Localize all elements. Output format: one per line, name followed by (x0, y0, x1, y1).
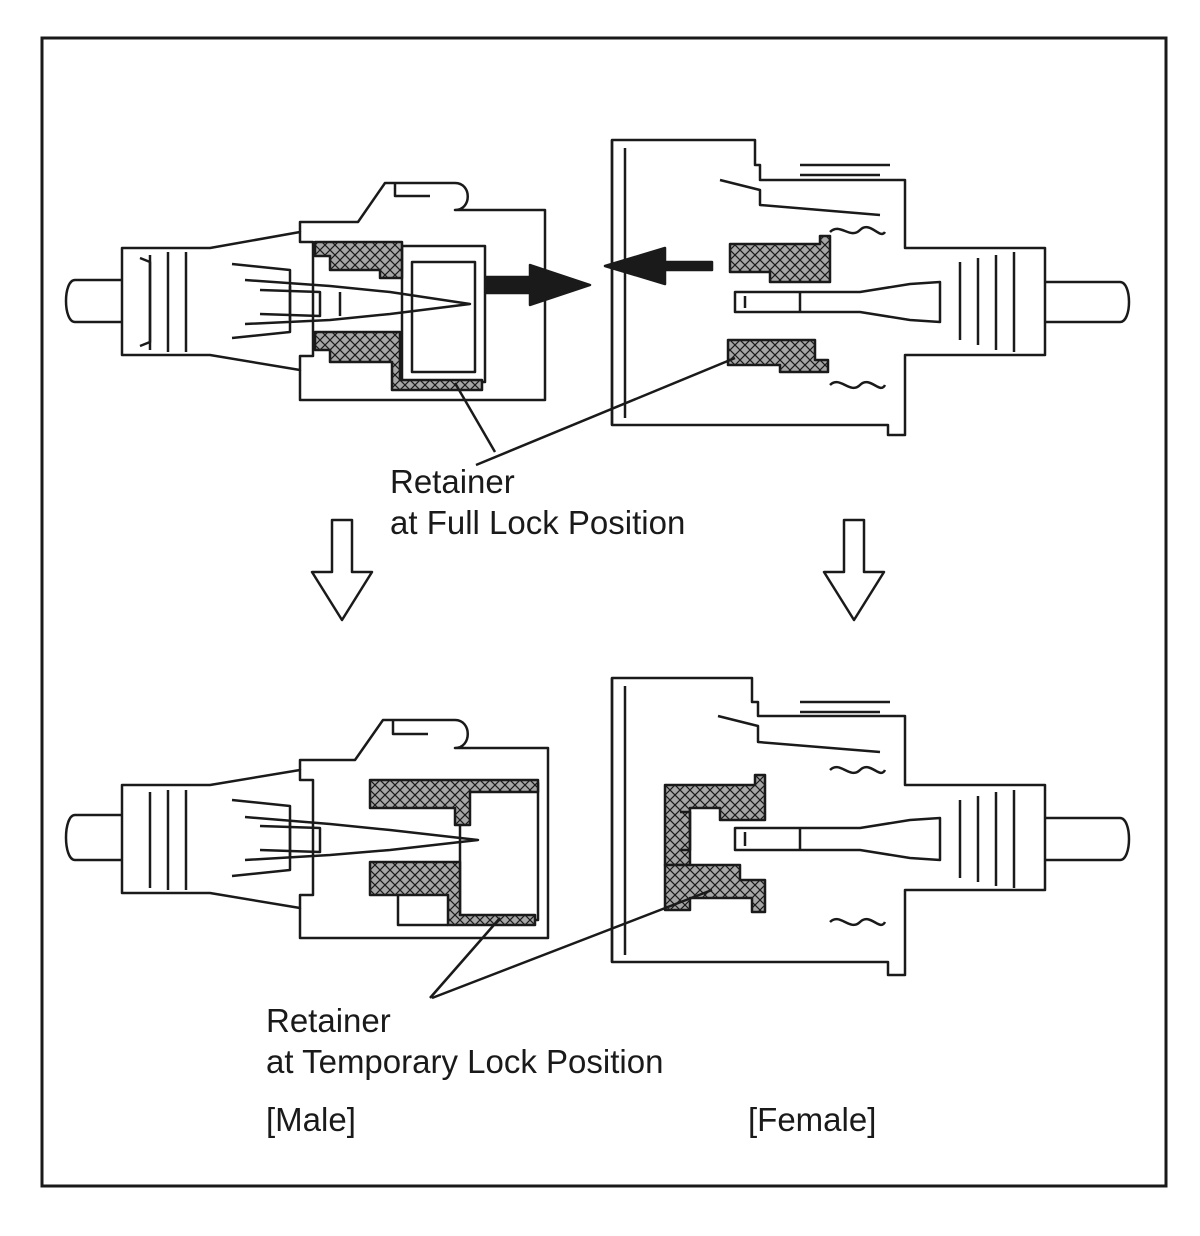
female-connector-bottom (431, 676, 1131, 1000)
mating-arrow-right (484, 263, 592, 307)
label-male: [Male] (266, 1101, 356, 1138)
male-connector-bottom (64, 718, 550, 999)
transition-arrow-right (822, 518, 886, 622)
mating-arrow-left (603, 246, 714, 286)
wire-female-top (1045, 280, 1131, 324)
label-full-lock-line1: Retainer (390, 463, 515, 500)
transition-arrow-left (310, 518, 374, 622)
label-temporary-lock-line2: at Temporary Lock Position (266, 1043, 664, 1080)
label-female: [Female] (748, 1101, 877, 1138)
label-temporary-lock-line1: Retainer (266, 1002, 391, 1039)
wire-female-bottom (1045, 816, 1131, 862)
label-full-lock-line2: at Full Lock Position (390, 504, 686, 541)
female-connector-top (475, 138, 1131, 467)
wire-male-top (64, 278, 122, 324)
male-connector-top (64, 181, 547, 453)
diagram-frame (40, 36, 1168, 1188)
wire-male-bottom (64, 813, 122, 862)
